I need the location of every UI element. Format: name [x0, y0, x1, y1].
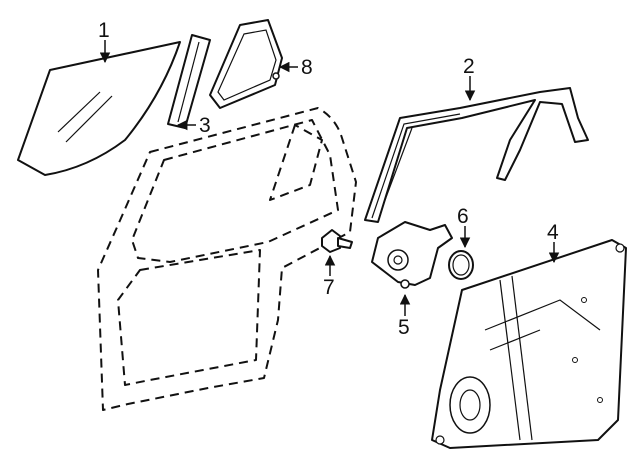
- window-frame-part: [364, 87, 589, 223]
- leader-lines: [99, 40, 560, 316]
- callout-6: 6: [457, 205, 469, 228]
- seal-ring-part: [448, 250, 474, 280]
- door-shell-outline: [97, 107, 357, 411]
- callout-2: 2: [463, 55, 475, 78]
- callout-7: 7: [323, 276, 335, 299]
- bolt-part: [321, 229, 353, 253]
- callout-3: 3: [199, 114, 211, 137]
- callout-4: 4: [547, 221, 559, 244]
- quarter-glass-part: [209, 19, 283, 109]
- door-glass-part: [17, 41, 181, 176]
- callout-5: 5: [398, 316, 410, 339]
- callout-8: 8: [301, 56, 313, 79]
- callout-1: 1: [98, 19, 110, 42]
- window-motor-part: [371, 221, 453, 289]
- regulator-panel-part: [431, 239, 627, 449]
